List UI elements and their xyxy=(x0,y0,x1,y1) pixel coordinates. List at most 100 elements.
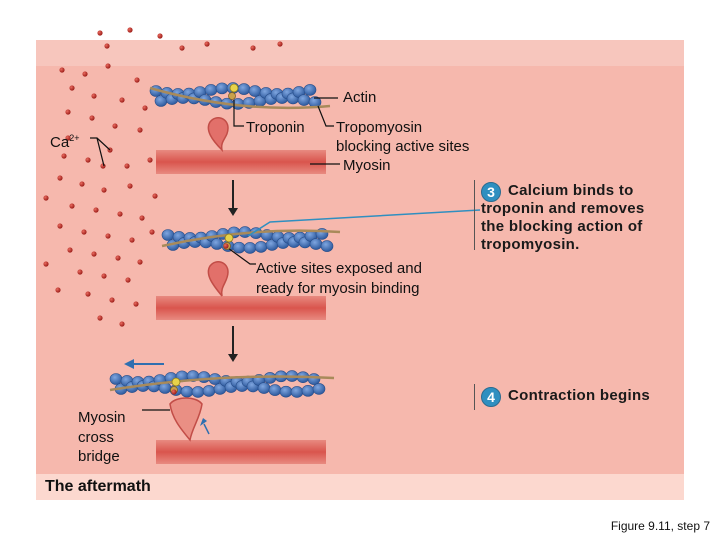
actin-bead xyxy=(303,84,317,96)
step3-line1: Calcium binds to xyxy=(508,182,634,199)
calcium-ion xyxy=(85,157,91,163)
bound-calcium-ion xyxy=(223,243,229,249)
calcium-ion xyxy=(91,251,97,257)
calcium-charge: 2+ xyxy=(69,133,80,143)
calcium-ion xyxy=(179,45,185,51)
actin-bead xyxy=(191,386,205,398)
actin-filament-top xyxy=(149,82,331,110)
cross-bridge-label-line1: Myosin xyxy=(78,409,126,426)
calcium-ion xyxy=(69,85,75,91)
calcium-ion xyxy=(112,123,118,129)
calcium-symbol: Ca xyxy=(50,134,70,151)
calcium-ion xyxy=(61,153,67,159)
actin-bead xyxy=(290,386,304,398)
calcium-ion xyxy=(67,247,73,253)
troponin-subunit xyxy=(228,92,236,100)
actin-bead xyxy=(301,385,315,397)
bound-calcium-ion xyxy=(171,389,177,395)
actin-label: Actin xyxy=(343,89,377,106)
myosin-label: Myosin xyxy=(343,157,391,174)
actin-bead xyxy=(248,85,262,97)
step4-badge: 4 xyxy=(481,387,501,407)
calcium-ion xyxy=(152,193,158,199)
calcium-ion xyxy=(277,41,283,47)
troponin-complex xyxy=(171,377,181,387)
actin-bead xyxy=(232,241,246,254)
calcium-ion xyxy=(77,269,83,275)
step3-badge: 3 xyxy=(481,182,501,202)
step3-divider xyxy=(474,180,475,250)
calcium-ion xyxy=(117,211,123,217)
actin-filament-middle xyxy=(161,226,341,254)
calcium-ion xyxy=(149,229,155,235)
tropomyosin-leader xyxy=(317,105,334,127)
actin-bead xyxy=(204,84,218,96)
calcium-ion xyxy=(134,77,140,83)
actin-bead xyxy=(312,383,326,395)
cross-bridge-label-line2: cross xyxy=(78,429,114,446)
calcium-ion xyxy=(97,315,103,321)
section-label: The aftermath xyxy=(45,478,151,495)
calcium-ion xyxy=(101,273,107,279)
calcium-ion xyxy=(93,207,99,213)
calcium-label: Ca2+ xyxy=(50,129,79,152)
myosin-thick-filament-top xyxy=(156,150,326,174)
calcium-ion xyxy=(204,41,210,47)
calcium-ion xyxy=(82,71,88,77)
troponin-leader xyxy=(233,100,244,127)
tropomyosin-label: Tropomyosin xyxy=(336,119,423,136)
calcium-ion xyxy=(125,277,131,283)
calcium-ion xyxy=(100,163,106,169)
calcium-ion xyxy=(57,223,63,229)
calcium-ion xyxy=(69,203,75,209)
calcium-ions xyxy=(43,27,283,327)
myosin-head-top xyxy=(207,117,229,153)
actin-bead xyxy=(237,83,251,95)
cross-bridge-motion-arrow xyxy=(203,423,210,435)
calcium-ion xyxy=(129,237,135,243)
calcium-ion xyxy=(124,163,130,169)
active-sites-leader xyxy=(227,247,256,265)
step3-line4: tropomyosin. xyxy=(481,236,580,253)
actin-bead xyxy=(257,382,271,394)
actin-bead xyxy=(263,372,277,384)
troponin-label: Troponin xyxy=(246,119,305,136)
calcium-ion xyxy=(65,135,71,141)
actin-bead xyxy=(320,240,334,252)
actin-bead xyxy=(109,373,123,385)
myosin-thick-filament-bottom xyxy=(156,440,326,464)
calcium-ion xyxy=(89,115,95,121)
actin-bead xyxy=(215,82,229,95)
troponin-complex xyxy=(229,83,239,93)
calcium-ion xyxy=(133,301,139,307)
figure-caption: Figure 9.11, step 7 xyxy=(610,519,710,533)
step4-line1: Contraction begins xyxy=(508,387,651,404)
active-sites-label-line2: ready for myosin binding xyxy=(256,280,420,297)
calcium-ion xyxy=(127,27,133,33)
panel-top-band xyxy=(36,40,684,66)
calcium-ion xyxy=(85,291,91,297)
calcium-ion xyxy=(137,127,143,133)
step4-divider xyxy=(474,384,475,410)
calcium-ion xyxy=(81,229,87,235)
diagram-panel xyxy=(36,40,684,500)
actin-bead xyxy=(202,385,216,397)
actin-bead xyxy=(268,384,282,396)
tropomyosin-strand xyxy=(149,86,331,110)
calcium-ion xyxy=(115,255,121,261)
actin-bead xyxy=(254,241,268,253)
calcium-ion xyxy=(65,109,71,115)
calcium-ion xyxy=(43,261,49,267)
calcium-ion xyxy=(104,43,110,49)
calcium-ion xyxy=(109,297,115,303)
actin-bead xyxy=(297,94,311,106)
calcium-ion xyxy=(137,259,143,265)
active-sites-label-line1: Active sites exposed and xyxy=(256,260,422,277)
calcium-ion xyxy=(101,187,107,193)
aftermath-band xyxy=(36,474,684,500)
actin-bead xyxy=(307,373,321,385)
step3-line3: the blocking action of xyxy=(481,218,643,235)
calcium-ion xyxy=(105,63,111,69)
calcium-ion xyxy=(55,287,61,293)
